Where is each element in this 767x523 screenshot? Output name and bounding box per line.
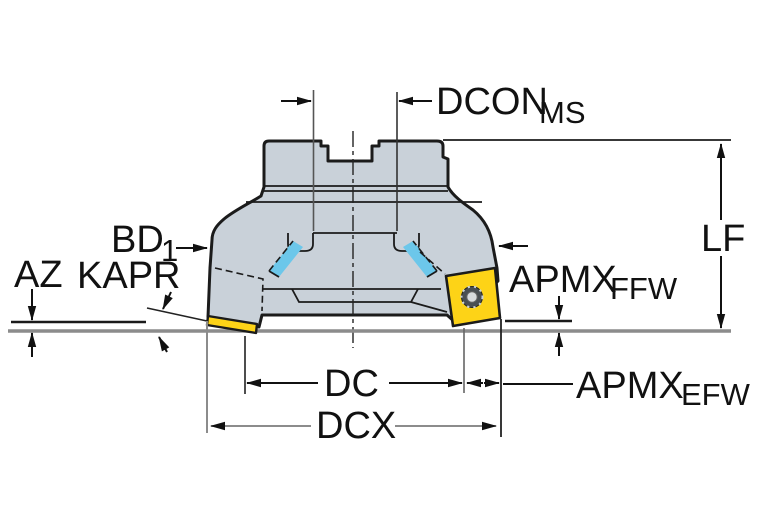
dimension-bd1: BD 1 [111,219,208,268]
body-detail-line [291,288,419,303]
label-dcon: DCON [436,81,548,123]
dimension-dcx: DCX [206,321,497,447]
coolant-channels [268,240,438,278]
label-az: AZ [14,254,63,296]
coolant-channel-right [403,241,437,277]
hidden-edge [268,240,294,272]
label-apmx-efw: APMX [576,365,684,407]
label-dc: DC [324,363,379,405]
dimension-apmx-ffw: APMX FFW [498,241,678,356]
dimension-dcon-ms: DCON MS [281,81,586,130]
label-apmx-ffw-sub: FFW [610,271,678,306]
insert-screw-icon [460,285,484,309]
label-dcon-sub: MS [539,95,586,130]
dimension-lf: LF [443,139,745,329]
label-kapr: KAPR [77,255,180,297]
label-lf: LF [701,218,745,260]
label-bd-sub: 1 [161,233,178,268]
label-apmx-efw-sub: EFW [681,377,751,412]
label-apmx-ffw: APMX [509,259,617,301]
cutter-body [206,90,500,348]
pocket-edge [268,270,280,278]
label-bd: BD [111,219,164,261]
dimension-apmx-efw: APMX EFW [466,319,751,437]
dimension-kapr: KAPR [77,255,180,353]
hidden-pocket-line [214,267,264,312]
leader-arrow [162,291,173,310]
right-insert [444,266,502,328]
hidden-pocket-line [419,251,446,275]
dimension-dc: DC [244,328,465,405]
body-silhouette [206,139,500,329]
pocket-edge [426,270,438,278]
dimension-az: AZ [14,254,63,357]
leader-arrow [158,336,170,353]
hidden-edge [412,240,438,272]
coolant-channel-left [269,241,303,277]
label-dcx: DCX [316,405,396,447]
body-detail-line [410,301,448,313]
